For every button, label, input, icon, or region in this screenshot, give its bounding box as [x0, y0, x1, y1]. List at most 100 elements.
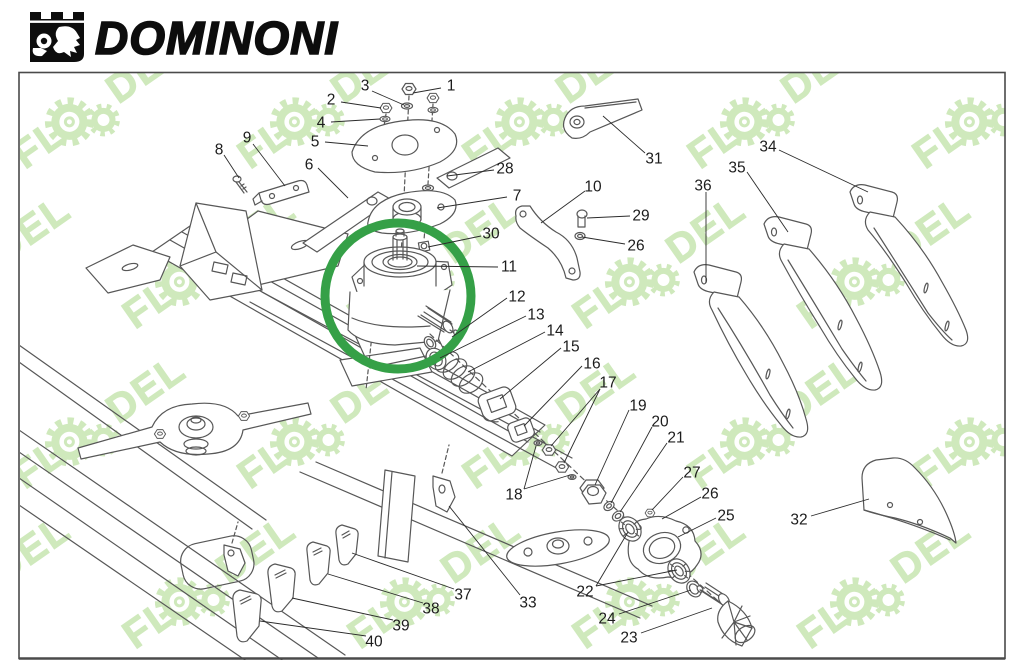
part-callout-15: 15	[499, 339, 580, 400]
part-number-label: 25	[717, 508, 734, 525]
part-number-label: 26	[701, 486, 718, 503]
part-number-label: 7	[513, 188, 522, 205]
part-number-label: 2	[327, 92, 336, 109]
part-callout-21: 21	[619, 430, 685, 513]
part-number-label: 36	[694, 178, 711, 195]
part-callout-22: 22	[576, 531, 678, 601]
part-number-label: 21	[667, 430, 684, 447]
bracket-and-bolt-art	[232, 175, 310, 206]
part-callout-37: 37	[351, 552, 472, 604]
part-number-label: 11	[501, 259, 517, 276]
part-number-label: 28	[496, 161, 513, 178]
part-number-label: 20	[651, 414, 669, 431]
part-callout-24: 24	[598, 589, 692, 628]
part-callout-26: 26	[661, 486, 719, 520]
highlight-circle	[320, 218, 476, 374]
part-callout-36: 36	[694, 178, 712, 283]
part-callout-30: 30	[427, 226, 500, 248]
part-number-label: 16	[583, 356, 600, 373]
part-callout-11: 11	[416, 259, 517, 276]
part-callout-25: 25	[677, 508, 735, 538]
part-number-label: 22	[576, 584, 593, 601]
part-number-label: 38	[422, 601, 439, 618]
part-callout-31: 31	[602, 115, 663, 168]
part-number-label: 8	[215, 142, 224, 159]
part-number-label: 5	[311, 134, 320, 151]
plates-art	[232, 524, 359, 643]
part-callout-8: 8	[215, 142, 240, 179]
part-callout-26: 26	[581, 236, 645, 255]
part-number-label: 35	[728, 160, 745, 177]
part-callout-40: 40	[259, 620, 383, 651]
part-callout-14: 14	[467, 323, 564, 373]
part-callout-34: 34	[759, 139, 869, 193]
bevel-gear-art	[696, 582, 756, 647]
part-number-label: 13	[527, 307, 544, 324]
part-callout-9: 9	[243, 130, 286, 187]
part-callout-7: 7	[436, 188, 522, 209]
part-callout-28: 28	[446, 161, 514, 178]
part-callout-35: 35	[728, 160, 789, 233]
part-number-label: 29	[632, 208, 649, 225]
part-callout-3: 3	[361, 78, 405, 106]
part-callout-10: 10	[540, 179, 602, 224]
brand-name: DOMINONI	[95, 12, 338, 64]
part-callout-18: 18	[505, 445, 571, 504]
part-number-label: 18	[505, 487, 522, 504]
part-number-label: 32	[790, 512, 807, 529]
part-number-label: 3	[361, 78, 370, 95]
part-callout-20: 20	[610, 414, 669, 504]
part-callout-16: 16	[523, 356, 601, 427]
strap-art	[515, 205, 588, 281]
part-number-label: 23	[620, 630, 637, 647]
part-callout-2: 2	[327, 92, 382, 109]
part-callout-23: 23	[620, 607, 713, 647]
part-number-label: 15	[562, 339, 579, 356]
flodel-watermark	[0, 27, 1024, 665]
part-callout-32: 32	[790, 498, 870, 529]
part-number-label: 6	[305, 157, 314, 174]
part-number-label: 9	[243, 130, 252, 147]
part-number-label: 12	[508, 289, 525, 306]
part-callout-12: 12	[451, 289, 526, 338]
part-callout-13: 13	[439, 307, 545, 359]
fin-art	[861, 457, 957, 544]
part-number-label: 30	[482, 226, 500, 243]
part-callout-39: 39	[291, 597, 410, 635]
part-callout-27: 27	[651, 465, 701, 511]
part-number-label: 40	[365, 634, 383, 651]
part-callout-6: 6	[305, 157, 349, 199]
part-number-label: 10	[584, 179, 602, 196]
part-number-label: 34	[759, 139, 777, 156]
part-callout-38: 38	[327, 573, 440, 618]
dominoni-crest-icon	[30, 12, 84, 62]
part-callout-29: 29	[586, 208, 650, 225]
part-number-label: 1	[447, 78, 456, 95]
part-callout-17: 17	[550, 375, 617, 464]
part-callout-5: 5	[311, 134, 369, 151]
part-number-label: 4	[317, 115, 326, 132]
part-number-label: 26	[627, 238, 644, 255]
guards-art	[693, 184, 969, 438]
part-number-label: 33	[519, 595, 536, 612]
part-number-label: 24	[598, 611, 616, 628]
part-number-label: 19	[629, 398, 646, 415]
exploded-view-art	[20, 82, 969, 660]
part-callout-1: 1	[412, 78, 456, 95]
driveline-art	[425, 333, 756, 647]
dominoni-logo: DOMINONI	[30, 11, 338, 65]
part-callout-4: 4	[317, 115, 381, 132]
part-number-label: 27	[683, 465, 700, 482]
part-number-label: 31	[645, 151, 662, 168]
blade-art	[562, 98, 643, 139]
gearbox-art	[347, 228, 461, 351]
frame-art	[20, 202, 653, 660]
part-callout-33: 33	[448, 505, 537, 612]
part-number-label: 17	[599, 375, 616, 392]
part-number-label: 39	[392, 618, 409, 635]
part-number-label: 14	[546, 323, 564, 340]
part-number-label: 37	[454, 587, 471, 604]
